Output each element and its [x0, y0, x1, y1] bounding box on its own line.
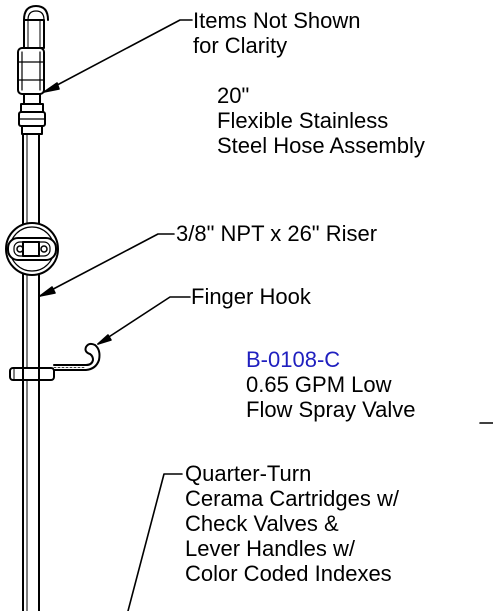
union-fitting — [18, 103, 46, 135]
leader-finger-hook — [97, 296, 191, 345]
label-line: Flow Spray Valve — [246, 397, 416, 422]
label-line: Quarter-Turn — [185, 461, 312, 486]
label-line: Lever Handles w/ — [185, 536, 355, 561]
label-riser: 3/8" NPT x 26" Riser — [176, 221, 377, 246]
label-cartridges: Quarter-Turn Cerama Cartridges w/ Check … — [185, 461, 399, 586]
label-line: Cerama Cartridges w/ — [185, 486, 399, 511]
label-line: Finger Hook — [191, 284, 311, 309]
leader-riser — [39, 233, 175, 297]
label-line: Flexible Stainless — [217, 108, 389, 133]
label-finger-hook: Finger Hook — [191, 284, 311, 309]
label-spray-valve: B-0108-C 0.65 GPM Low Flow Spray Valve — [246, 347, 416, 422]
leader-items-not-shown — [43, 19, 193, 93]
label-line: Items Not Shown — [193, 8, 361, 33]
label-hose: 20" Flexible Stainless Steel Hose Assemb… — [217, 83, 425, 158]
wall-bracket — [5, 222, 59, 276]
hex-coupling — [17, 47, 45, 105]
label-items-not-shown: Items Not Shown for Clarity — [193, 8, 361, 58]
part-number: B-0108-C — [246, 347, 341, 372]
label-line: 0.65 GPM Low — [246, 372, 392, 397]
label-line: 3/8" NPT x 26" Riser — [176, 221, 378, 246]
label-line: Color Coded Indexes — [185, 561, 392, 586]
finger-hook — [9, 342, 101, 381]
label-line: 20" — [217, 83, 250, 108]
hose-elbow — [23, 5, 49, 49]
label-line: for Clarity — [193, 33, 288, 58]
leader-lines — [39, 19, 493, 611]
leader-cartridges — [127, 473, 183, 611]
label-line: Check Valves & — [185, 511, 339, 536]
label-line: Steel Hose Assembly — [217, 133, 425, 158]
